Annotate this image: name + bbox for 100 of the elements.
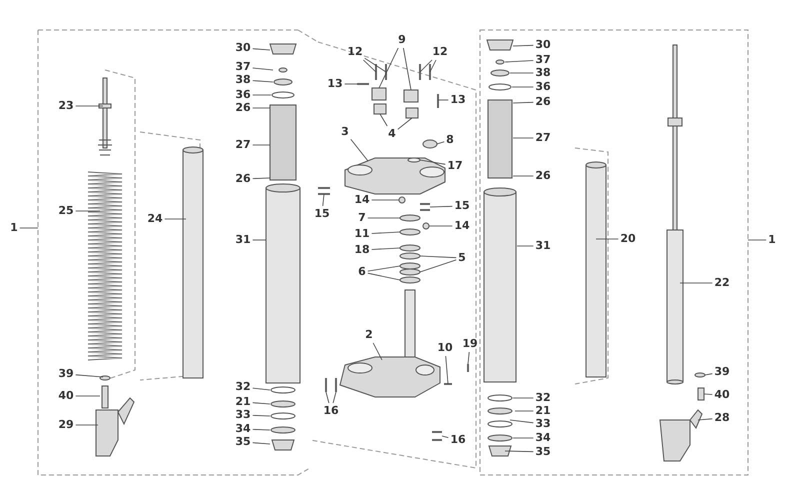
callout-number: 36 <box>235 89 251 101</box>
callout-number: 30 <box>535 39 551 51</box>
callout-number: 8 <box>446 134 454 146</box>
callout-number: 32 <box>235 381 251 393</box>
callout-number: 14 <box>454 220 470 232</box>
leader-line <box>420 60 432 72</box>
leader-line <box>504 60 534 62</box>
leader-line <box>252 402 270 404</box>
callout-number: 39 <box>714 366 730 378</box>
callout-number: 5 <box>458 252 466 264</box>
leader-line <box>704 373 713 376</box>
leader-line <box>430 206 453 208</box>
leader-line <box>445 356 448 384</box>
callout-number: 3 <box>341 126 349 138</box>
callout-number: 20 <box>620 233 636 245</box>
callout-number: 33 <box>535 418 551 430</box>
callout-number: 26 <box>535 170 551 182</box>
leader-line <box>468 352 470 364</box>
leader-line <box>512 102 534 104</box>
callout-number: 22 <box>714 277 730 289</box>
leader-line <box>252 415 270 416</box>
callout-number: 15 <box>314 208 330 220</box>
leader-line <box>252 429 270 430</box>
callout-number: 31 <box>535 240 551 252</box>
callout-number: 37 <box>235 61 251 73</box>
leader-line <box>397 118 412 130</box>
leader-line <box>252 178 270 179</box>
callout-number: 29 <box>58 419 74 431</box>
callout-number: 28 <box>714 412 730 424</box>
leader-line <box>512 44 534 46</box>
callout-number: 40 <box>58 390 74 402</box>
callout-number: 23 <box>58 100 74 112</box>
callout-number: 40 <box>714 389 730 401</box>
callout-number: 21 <box>235 396 251 408</box>
callout-number: 16 <box>323 405 339 417</box>
leader-line <box>350 138 368 162</box>
callout-number: 16 <box>450 434 466 446</box>
callout-number: 7 <box>358 212 366 224</box>
callout-number: 17 <box>447 160 463 172</box>
leader-line <box>252 442 270 444</box>
leader-line <box>326 392 330 404</box>
callout-number: 26 <box>235 102 251 114</box>
leader-line <box>252 80 274 82</box>
leader-line <box>75 374 104 378</box>
callout-number: 38 <box>235 74 251 86</box>
callout-number: 10 <box>437 342 453 354</box>
leader-line <box>364 58 386 72</box>
leader-line <box>372 342 382 360</box>
leader-line <box>420 260 457 272</box>
leader-line <box>371 248 400 250</box>
callout-number: 30 <box>235 42 251 54</box>
leader-line <box>380 114 388 126</box>
leader-line <box>332 392 336 404</box>
leader-line <box>164 218 186 220</box>
callout-number: 9 <box>398 34 406 46</box>
callout-number: 13 <box>450 94 466 106</box>
callout-number: 25 <box>58 205 74 217</box>
leader-line <box>420 256 457 258</box>
callout-number: 26 <box>535 96 551 108</box>
leader-line <box>596 238 619 240</box>
callout-number: 38 <box>535 67 551 79</box>
callout-number: 27 <box>535 132 551 144</box>
leader-line <box>704 394 713 395</box>
callout-number: 26 <box>235 173 251 185</box>
callout-number: 37 <box>535 54 551 66</box>
callout-number: 2 <box>365 329 373 341</box>
leader-line <box>512 86 534 88</box>
leader-line <box>363 60 376 72</box>
leader-line <box>403 48 412 90</box>
callout-number: 27 <box>235 139 251 151</box>
leader-line <box>430 60 436 72</box>
callout-number: 1 <box>10 222 18 234</box>
callout-number: 33 <box>235 409 251 421</box>
leader-line <box>252 388 270 390</box>
leader-line <box>510 72 534 74</box>
leader-line <box>75 210 100 212</box>
callout-number: 4 <box>388 128 396 140</box>
callout-number: 19 <box>462 338 478 350</box>
leader-line <box>420 160 446 165</box>
callout-number: 34 <box>535 432 551 444</box>
leader-line <box>442 436 449 438</box>
leader-line <box>680 282 713 284</box>
leader-line <box>371 232 400 234</box>
callout-number: 21 <box>535 405 551 417</box>
leader-line <box>367 266 400 272</box>
leader-line <box>436 141 445 144</box>
callout-number: 13 <box>327 78 343 90</box>
leader-line <box>252 48 270 50</box>
leader-line <box>322 194 324 206</box>
callout-number: 14 <box>354 194 370 206</box>
leader-line <box>510 420 534 424</box>
callout-number: 36 <box>535 81 551 93</box>
callout-number: 24 <box>147 213 163 225</box>
callout-number: 32 <box>535 392 551 404</box>
leader-line <box>252 68 274 70</box>
callout-number: 35 <box>535 446 551 458</box>
leader-line <box>504 450 534 452</box>
leader-line <box>514 410 534 412</box>
callout-number: 39 <box>58 368 74 380</box>
callout-number: 34 <box>235 423 251 435</box>
